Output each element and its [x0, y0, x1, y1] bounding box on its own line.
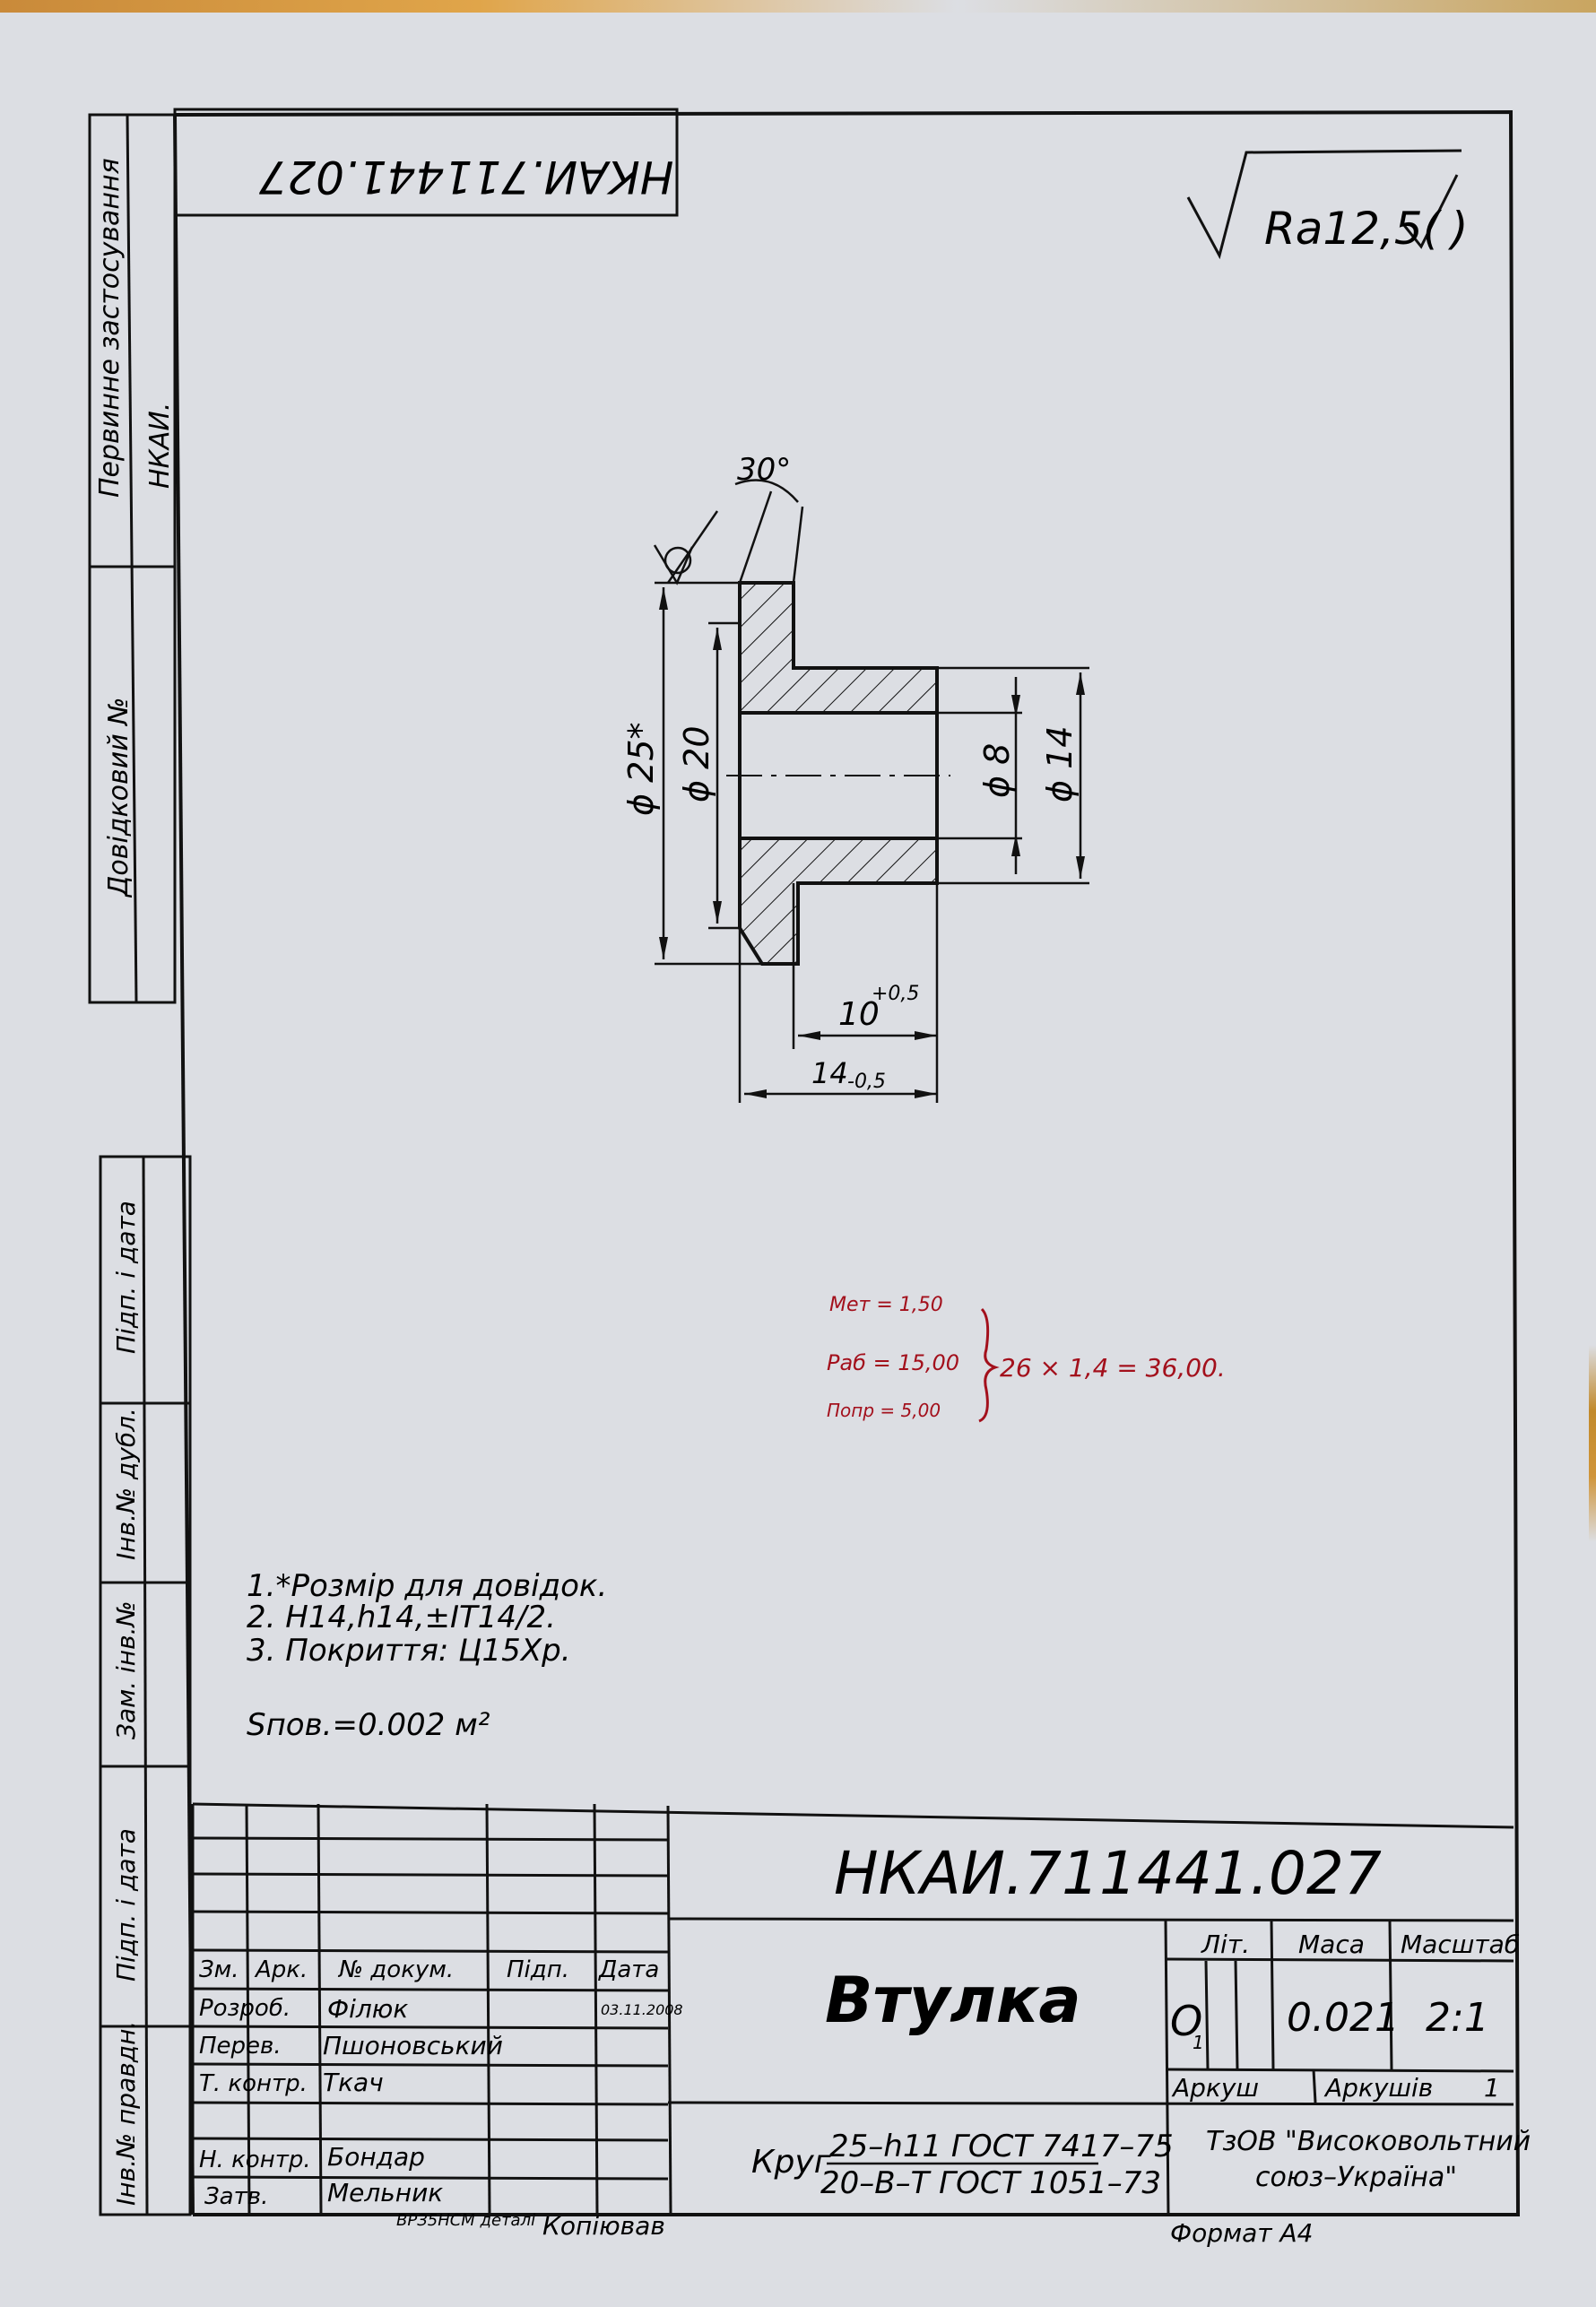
dim-d8: ϕ 8: [977, 743, 1017, 798]
material-bottom: 20–В–Т ГОСТ 1051–73: [820, 2165, 1161, 2201]
hand-line-1: Мет = 1,50: [829, 1294, 943, 1316]
small-note: ВРЗ5НСМ деталі: [396, 2211, 535, 2230]
dup-inv-label: Інв.№ дубл.: [111, 1408, 141, 1560]
row-approved: Затв.: [204, 2183, 268, 2210]
roughness-symbol: [1186, 149, 1462, 260]
note-2: 2. H14,h14,±IT14/2.: [247, 1600, 556, 1635]
header-date: Дата: [598, 1956, 659, 1983]
hand-total: 26 × 1,4 = 36,00.: [1000, 1353, 1226, 1383]
row-ncontrol: Н. контр.: [199, 2147, 311, 2173]
scale-value: 2:1: [1426, 1995, 1489, 2041]
rotated-stamp-box: [173, 108, 679, 217]
primary-use-value: НКАИ.: [144, 403, 176, 489]
dim-d20: ϕ 20: [677, 726, 716, 803]
name-checked: Пшоновський: [323, 2031, 503, 2060]
header-zm: Зм.: [199, 1956, 239, 1983]
note-1: 1.*Розмір для довідок.: [247, 1568, 607, 1604]
material-prefix: Круг: [751, 2144, 832, 2181]
area-note: Sпов.=0.002 м²: [247, 1707, 490, 1743]
primary-use-label: Первинне застосування: [94, 158, 126, 498]
mass-value: 0.021: [1287, 1995, 1400, 2041]
row-checked: Перев.: [199, 2033, 282, 2060]
hand-line-2: Раб = 15,00: [827, 1350, 959, 1375]
doc-code: НКАИ.711441.027: [834, 1839, 1382, 1908]
reference-no-label: Довідковий №: [103, 698, 134, 898]
header-doc-no: № докум.: [337, 1956, 454, 1983]
sign-date-label-1: Підп. і дата: [111, 1201, 141, 1354]
row-tcontrol: Т. контр.: [199, 2070, 308, 2097]
left-strip: [88, 113, 192, 2216]
sheets-value: 1: [1484, 2073, 1500, 2103]
roughness-text-end: ): [1447, 203, 1469, 255]
company-line-1: ТзОВ "Високовольтний: [1206, 2126, 1531, 2157]
header-ark: Арк.: [254, 1956, 308, 1983]
dim-14-tol: -0,5: [847, 1071, 886, 1093]
paper-top-edge: [0, 0, 1596, 13]
name-ncontrol: Бондар: [327, 2142, 425, 2172]
dim-d25: ϕ 25*: [621, 723, 661, 817]
paper-right-edge: [1589, 1345, 1596, 1542]
bushing-section: [726, 581, 950, 966]
angle-label: 30°: [737, 452, 791, 488]
roughness-text: Ra12,5(: [1264, 203, 1443, 255]
hand-line-3: Попр = 5,00: [827, 1400, 941, 1421]
orig-inv-label: Інв.№ правдн.: [111, 2021, 141, 2206]
copied-label: Копіював: [542, 2211, 665, 2241]
name-approved: Мельник: [327, 2178, 443, 2207]
part-name: Втулка: [825, 1964, 1081, 2037]
sign-date-label-2: Підп. і дата: [111, 1828, 141, 1982]
company-line-2: союз–Україна": [1255, 2162, 1457, 2193]
dimension-arrows: [659, 587, 1085, 1098]
dimension-lines: [653, 479, 1089, 1103]
sheets-label: Аркушів: [1323, 2073, 1433, 2103]
lit-subscript: 1: [1193, 2032, 1204, 2053]
title-block-grid: [191, 1802, 1514, 2216]
dim-10-tol: +0,5: [872, 983, 919, 1005]
sheet-label: Аркуш: [1171, 2073, 1259, 2103]
rotated-doc-code: НКАИ.711441.027: [258, 151, 673, 203]
name-developed: Філюк: [327, 1994, 408, 2024]
dim-14: 14: [811, 1056, 848, 1090]
format-label: Формат А4: [1170, 2218, 1313, 2248]
date-developed: 03.11.2008: [601, 2001, 683, 2018]
row-developed: Розроб.: [199, 1995, 291, 2022]
header-sign: Підп.: [507, 1956, 569, 1983]
material-top: 25–h11 ГОСТ 7417–75: [829, 2129, 1174, 2164]
lit-label: Літ.: [1201, 1930, 1250, 1959]
hand-brace: [978, 1307, 1000, 1423]
dim-d14: ϕ 14: [1040, 726, 1080, 803]
note-3: 3. Покриття: Ц15Хр.: [247, 1633, 571, 1669]
dim-10: 10: [838, 996, 880, 1033]
repl-inv-label: Зам. інв.№: [111, 1600, 141, 1739]
name-tcontrol: Ткач: [323, 2068, 384, 2097]
mass-label: Маса: [1298, 1930, 1365, 1959]
lit-value: О: [1170, 1997, 1202, 2045]
scale-label: Масштаб: [1401, 1930, 1520, 1959]
